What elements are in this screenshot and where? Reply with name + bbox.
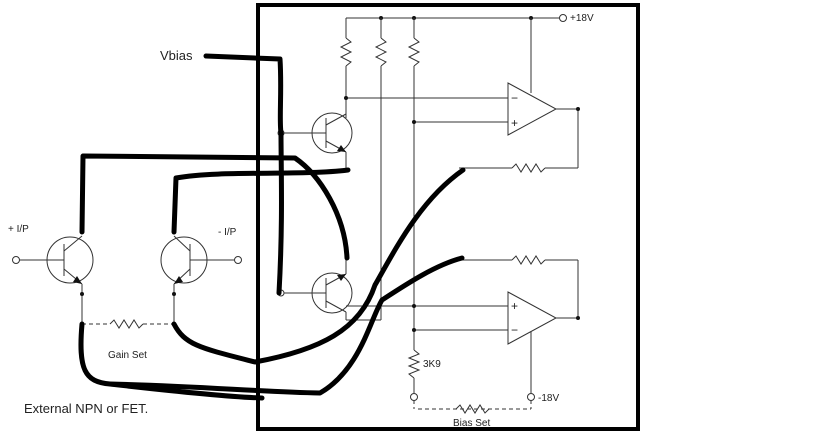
top-resistor-3 — [407, 37, 421, 67]
opamp-upper-inverting-sign: − — [511, 91, 518, 105]
wire-tail — [107, 381, 265, 401]
bias-set-resistor — [455, 404, 490, 414]
hand-drawn-wiring — [78, 53, 466, 401]
wire-ext-left-emitter — [78, 255, 465, 396]
external-note: External NPN or FET. — [24, 401, 148, 416]
neg-input-terminal — [234, 256, 242, 264]
resistor-3k9 — [407, 349, 421, 379]
pos-input-terminal — [12, 256, 20, 264]
bias-set-label: Bias Set — [453, 418, 490, 429]
neg-input-label: - I/P — [218, 227, 237, 238]
wire-ext-right-collector — [171, 167, 351, 235]
supply-pos-terminal — [559, 14, 567, 22]
vbias-label: Vbias — [160, 48, 193, 63]
internal-circuit — [277, 14, 580, 414]
external-circuit — [12, 235, 242, 329]
supply-neg-label: -18V — [538, 393, 559, 404]
opamp-lower-inverting-sign: − — [511, 323, 518, 337]
top-resistor-1 — [339, 37, 353, 67]
gain-set-label: Gain Set — [108, 350, 147, 361]
resistor-3k9-label: 3K9 — [423, 359, 441, 370]
vbias-wire — [203, 53, 284, 296]
feedback-resistor-lower — [511, 255, 546, 265]
opamp-lower-noninverting-sign: + — [511, 299, 518, 313]
gain-set-resistor — [109, 319, 144, 329]
supply-pos-label: +18V — [570, 13, 594, 24]
wire-ext-left-collector — [79, 153, 350, 261]
wire-ext-right-emitter — [171, 167, 466, 365]
pos-input-label: + I/P — [8, 224, 29, 235]
supply-neg-terminal — [527, 393, 535, 401]
top-resistor-2 — [374, 37, 388, 67]
enclosure-frame — [256, 3, 640, 431]
opamp-lower — [507, 291, 558, 345]
opamp-upper — [507, 82, 558, 136]
feedback-resistor-upper — [511, 163, 546, 173]
opamp-upper-noninverting-sign: + — [511, 116, 518, 130]
